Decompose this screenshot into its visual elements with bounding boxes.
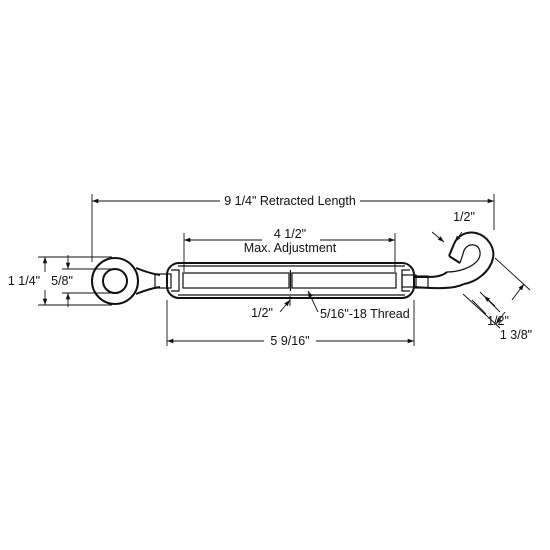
max-adjust-value: 4 1/2" xyxy=(274,227,306,241)
threaded-rods xyxy=(182,270,417,291)
retracted-length-label: 9 1/4" Retracted Length xyxy=(224,194,356,208)
thread-spec-label: 5/16"-18 Thread xyxy=(320,307,410,321)
max-adjust-label: Max. Adjustment xyxy=(244,241,337,255)
body-length-label: 5 9/16" xyxy=(270,334,309,348)
dim-hook-opening: 1/2" xyxy=(431,210,475,243)
eye-end xyxy=(91,257,172,305)
dim-eye-outer: 1 1/4" xyxy=(8,256,112,306)
dim-retracted-length: 9 1/4" Retracted Length xyxy=(91,194,495,262)
dim-eye-inner: 5/8" xyxy=(51,255,112,307)
dim-thread-dia: 1/2" xyxy=(251,296,291,320)
dim-max-adjustment: 4 1/2" Max. Adjustment xyxy=(183,227,396,272)
thread-dia-label: 1/2" xyxy=(251,306,273,320)
leader-thread-spec: 5/16"-18 Thread xyxy=(307,290,410,321)
hook-end xyxy=(413,231,495,290)
hook-length-label: 1 3/8" xyxy=(500,328,532,342)
eye-outer-label: 1 1/4" xyxy=(8,274,40,288)
dim-body-length: 5 9/16" xyxy=(166,300,415,348)
hook-opening-label: 1/2" xyxy=(453,210,475,224)
eye-inner-label: 5/8" xyxy=(51,274,73,288)
dim-hook-throat: 1/2" xyxy=(471,291,509,328)
dim-hook-length: 1 3/8" xyxy=(462,257,532,342)
